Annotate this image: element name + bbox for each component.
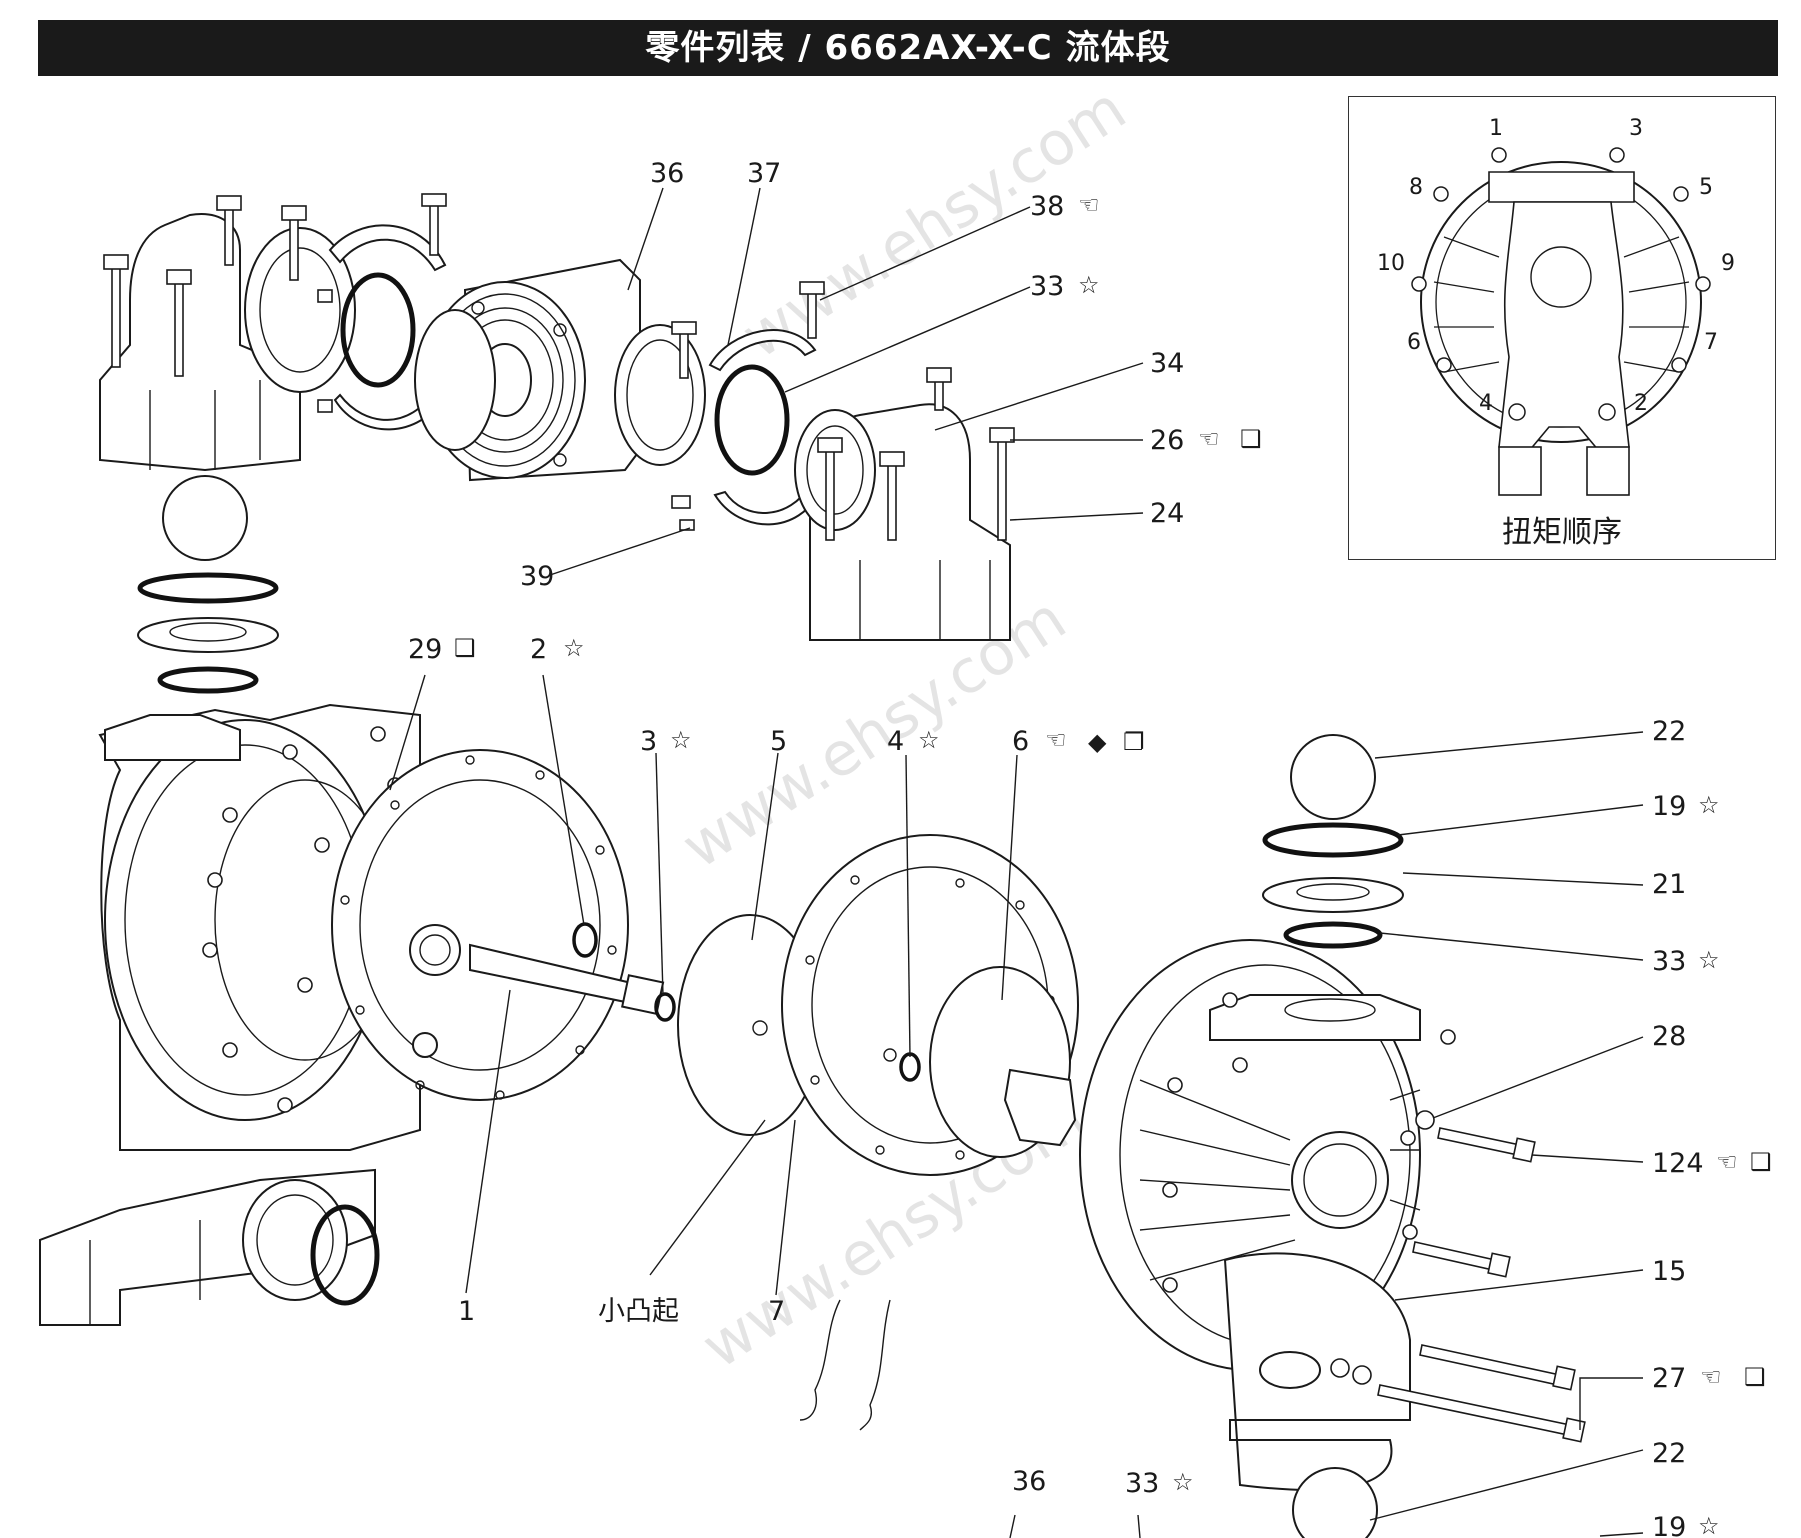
side-bolts — [1330, 1110, 1586, 1443]
box-icon: ❑ — [1240, 425, 1262, 453]
star-icon: ☆ — [1172, 1468, 1194, 1496]
right-pump-body — [1079, 939, 1421, 1491]
inset-caption: 扭矩顺序 — [1502, 515, 1622, 550]
callout-22-top: 22 — [1652, 716, 1686, 747]
callout-5: 5 — [770, 726, 787, 757]
callout-124: 124 — [1652, 1148, 1704, 1179]
right-body-bolts — [1162, 992, 1456, 1293]
star-icon: ☆ — [918, 726, 940, 754]
hand-icon: ☜ — [1078, 191, 1100, 219]
diamond-icon: ◆ — [1088, 728, 1107, 756]
callout-3: 3 — [640, 726, 657, 757]
callout-33-c: 33 — [1125, 1468, 1159, 1499]
callout-1: 1 — [458, 1296, 475, 1327]
left-outer-plate — [331, 749, 665, 1101]
top-left-manifold-elbow — [99, 195, 356, 472]
callout-labels: 36 37 38 ☜ 33 ☆ 34 26 ☜ ❑ 24 39 29 ❑ 2 ☆… — [408, 158, 1772, 1538]
box-icon: ❑ — [1750, 1148, 1772, 1176]
callout-34: 34 — [1150, 348, 1184, 379]
callout-4: 4 — [887, 726, 904, 757]
callout-21: 21 — [1652, 869, 1686, 900]
hand-icon: ☜ — [1716, 1148, 1738, 1176]
callout-27: 27 — [1652, 1363, 1686, 1394]
torque-number: 6 — [1407, 330, 1421, 355]
callout-28: 28 — [1652, 1021, 1686, 1052]
hand-icon: ☜ — [1045, 726, 1067, 754]
top-oring-left — [340, 272, 416, 388]
left-ball-seat-stack — [137, 475, 279, 694]
torque-number: 10 — [1377, 251, 1405, 276]
callout-39: 39 — [520, 561, 554, 592]
callout-24: 24 — [1150, 498, 1184, 529]
star-icon: ☆ — [670, 726, 692, 754]
box-icon: ❑ — [1744, 1363, 1766, 1391]
torque-number: 3 — [1629, 116, 1643, 141]
callout-15: 15 — [1652, 1256, 1686, 1287]
top-spool-36 — [414, 258, 706, 482]
star-icon: ☆ — [563, 634, 585, 662]
torque-number: 5 — [1699, 175, 1713, 200]
box-open-icon: ❐ — [1123, 728, 1145, 756]
torque-number: 4 — [1479, 391, 1493, 416]
top-right-manifold-elbow — [794, 367, 1015, 641]
torque-number: 7 — [1704, 330, 1718, 355]
callout-22-bot: 22 — [1652, 1438, 1686, 1469]
top-clamp-left — [317, 193, 447, 431]
top-oring-right — [714, 364, 790, 476]
leader-lines — [389, 187, 1644, 1538]
star-icon: ☆ — [1078, 271, 1100, 299]
callout-19-bot: 19 — [1652, 1512, 1686, 1538]
callout-36-top: 36 — [650, 158, 684, 189]
callout-small-bump: 小凸起 — [598, 1296, 679, 1327]
callout-6: 6 — [1012, 726, 1029, 757]
callout-38: 38 — [1030, 191, 1064, 222]
callout-36-bot: 36 — [1012, 1466, 1046, 1497]
star-icon: ☆ — [1698, 1512, 1720, 1538]
callout-29: 29 — [408, 634, 442, 665]
break-lines — [799, 1299, 891, 1431]
callout-7: 7 — [768, 1296, 785, 1327]
bottom-ball-22 — [1292, 1467, 1378, 1538]
callout-37: 37 — [747, 158, 781, 189]
left-bottom-oring — [310, 1204, 380, 1306]
header-bar: 零件列表 / 6662AX-X-C 流体段 — [38, 20, 1778, 76]
callout-2: 2 — [530, 634, 547, 665]
callout-19-top: 19 — [1652, 791, 1686, 822]
hand-icon: ☜ — [1700, 1363, 1722, 1391]
callout-26: 26 — [1150, 425, 1184, 456]
torque-number: 9 — [1721, 251, 1735, 276]
torque-number: 1 — [1489, 116, 1503, 141]
box-icon: ❑ — [454, 634, 476, 662]
star-icon: ☆ — [1698, 946, 1720, 974]
plate-6 — [929, 966, 1077, 1158]
torque-number: 8 — [1409, 175, 1423, 200]
left-pump-body — [39, 703, 421, 1326]
callout-33-a: 33 — [1030, 271, 1064, 302]
star-icon: ☆ — [1698, 791, 1720, 819]
torque-sequence-diagram: 1 3 8 5 10 9 6 7 4 2 — [1377, 116, 1735, 496]
top-clamp-right — [671, 281, 825, 531]
torque-number: 2 — [1634, 391, 1648, 416]
torque-sequence-inset: 1 3 8 5 10 9 6 7 4 2 扭矩顺序 — [1348, 96, 1776, 560]
right-ball-seat-stack — [1262, 734, 1404, 949]
oring-3 — [654, 992, 676, 1022]
page-title: 零件列表 / 6662AX-X-C 流体段 — [645, 28, 1171, 68]
hand-icon: ☜ — [1198, 425, 1220, 453]
callout-33-b: 33 — [1652, 946, 1686, 977]
oring-2 — [572, 922, 598, 958]
